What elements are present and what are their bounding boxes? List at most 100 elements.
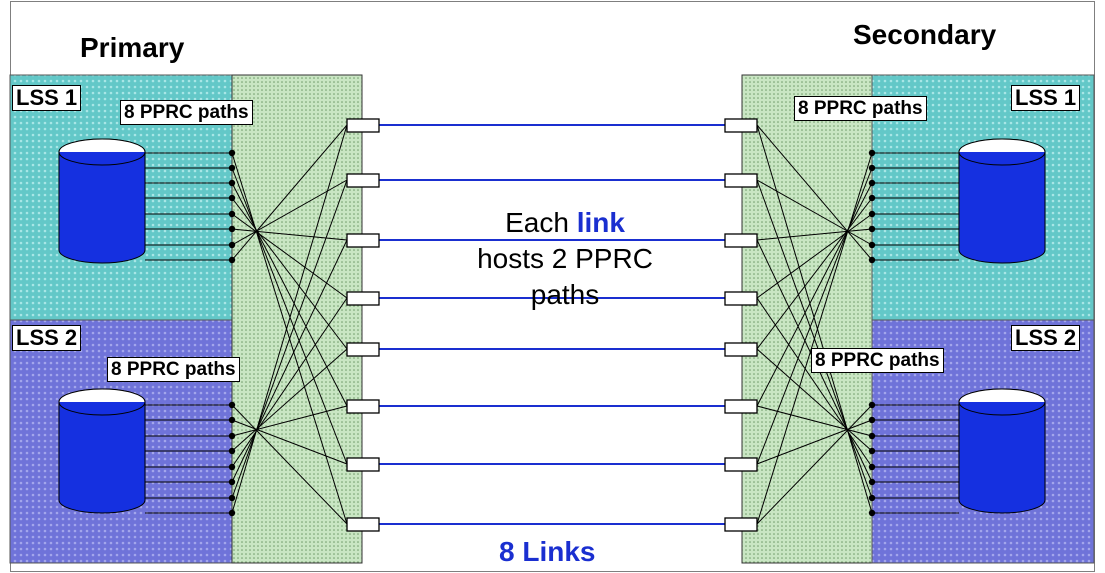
primary-lss1-path-dot: [228, 241, 236, 249]
secondary-lss1-path-dot: [868, 210, 876, 218]
primary-lss2-path-dot: [228, 509, 236, 517]
secondary-lss2-path-fan: [756, 297, 873, 468]
primary-lss2-path-dot: [228, 447, 236, 455]
secondary-lss2-path-dot: [868, 478, 876, 486]
secondary-lss2-path-fan: [756, 405, 873, 437]
secondary-lss1-path-fan: [756, 167, 873, 465]
secondary-lss2-path-dot: [868, 463, 876, 471]
secondary-lss1-path-fan: [756, 197, 873, 350]
primary-lss1-path-fan: [231, 228, 348, 241]
primary-lss1-path-dot: [228, 256, 236, 264]
path-endpoints: [228, 149, 876, 517]
center-note-line2: hosts 2 PPRC: [477, 243, 653, 274]
secondary-lss2-label: LSS 2: [1011, 325, 1081, 351]
primary-port: [346, 457, 380, 472]
primary-lss2-path-fan: [231, 239, 348, 483]
secondary-lss1-paths-label: 8 PPRC paths: [794, 96, 927, 121]
secondary-lss2-path-dot: [868, 401, 876, 409]
primary-port: [346, 118, 380, 133]
primary-lss1-path-dot: [228, 149, 236, 157]
secondary-lss1-path-dot: [868, 241, 876, 249]
secondary-port: [724, 173, 758, 188]
primary-port: [346, 173, 380, 188]
secondary-port: [724, 399, 758, 414]
secondary-lss2-path-fan: [756, 348, 873, 452]
center-note: Each link hosts 2 PPRC paths: [470, 205, 660, 313]
secondary-lss1-path-fan: [756, 228, 873, 241]
primary-lss2-path-fan: [231, 419, 348, 465]
secondary-lss2-path-fan: [756, 179, 873, 499]
links-count-label: 8 Links: [499, 536, 596, 567]
primary-lss2-path-dot: [228, 463, 236, 471]
center-note-line3: paths: [530, 279, 600, 310]
secondary-lss2-path-dot: [868, 416, 876, 424]
secondary-port: [724, 291, 758, 306]
center-note-line1: Each link: [470, 205, 660, 241]
primary-lss1-path-dot: [228, 225, 236, 233]
secondary-lss1-path-dot: [868, 164, 876, 172]
primary-port: [346, 342, 380, 357]
primary-lss1-disk-icon: [58, 138, 146, 264]
primary-port: [346, 399, 380, 414]
secondary-title: Secondary: [853, 19, 997, 50]
primary-lss2-path-dot: [228, 478, 236, 486]
secondary-lss2-path-dot: [868, 432, 876, 440]
secondary-lss2-disk-icon: [958, 388, 1046, 514]
secondary-port: [724, 517, 758, 532]
primary-lss2-path-fan: [231, 179, 348, 499]
primary-lss2-label: LSS 2: [12, 325, 82, 351]
link-ports: [346, 118, 758, 532]
primary-lss1-path-dot: [228, 210, 236, 218]
primary-lss2-path-dot: [228, 432, 236, 440]
secondary-port: [724, 233, 758, 248]
secondary-lss2-path-fan: [756, 124, 873, 514]
primary-lss1-path-fan: [231, 167, 348, 465]
primary-lss1-path-dot: [228, 194, 236, 202]
secondary-lss1-path-dot: [868, 256, 876, 264]
center-note-highlight: link: [576, 207, 625, 238]
link-lines: [379, 124, 725, 525]
primary-lss1-path-fan: [231, 213, 348, 299]
primary-lss2-path-fan: [231, 348, 348, 452]
primary-lss1-path-dot: [228, 179, 236, 187]
primary-lss2-path-dot: [228, 416, 236, 424]
secondary-lss2-path-fan: [756, 404, 873, 525]
primary-lss2-disk-icon: [58, 388, 146, 514]
primary-lss1-label: LSS 1: [12, 85, 82, 111]
secondary-lss1-path-dot: [868, 194, 876, 202]
secondary-lss2-path-fan: [756, 419, 873, 465]
secondary-lss1-path-fan: [756, 213, 873, 299]
primary-lss1-paths-label: 8 PPRC paths: [120, 100, 253, 125]
center-note-prefix: Each: [505, 207, 577, 238]
primary-lss1-path-dot: [228, 164, 236, 172]
primary-lss2-path-fan: [231, 404, 348, 525]
secondary-lss1-path-fan: [756, 124, 873, 261]
pprc-path-lines: [145, 124, 959, 525]
secondary-lss2-path-dot: [868, 447, 876, 455]
primary-lss1-path-fan: [231, 197, 348, 350]
primary-lss2-paths-label: 8 PPRC paths: [107, 357, 240, 382]
secondary-lss1-path-dot: [868, 149, 876, 157]
primary-port: [346, 233, 380, 248]
secondary-lss1-disk-icon: [958, 138, 1046, 264]
secondary-port: [724, 457, 758, 472]
secondary-lss2-path-dot: [868, 509, 876, 517]
secondary-lss1-path-dot: [868, 179, 876, 187]
primary-lss2-path-fan: [231, 297, 348, 468]
secondary-lss2-paths-label: 8 PPRC paths: [811, 348, 944, 373]
primary-lss1-path-fan: [231, 124, 348, 261]
primary-lss2-path-dot: [228, 401, 236, 409]
primary-lss2-path-dot: [228, 494, 236, 502]
primary-lss1-path-fan: [231, 182, 348, 407]
secondary-lss1-label: LSS 1: [1011, 85, 1081, 111]
secondary-lss1-path-dot: [868, 225, 876, 233]
secondary-port: [724, 118, 758, 133]
primary-title: Primary: [80, 32, 185, 63]
primary-lss2-path-fan: [231, 124, 348, 514]
primary-lss2-path-fan: [231, 405, 348, 437]
primary-port: [346, 291, 380, 306]
primary-port: [346, 517, 380, 532]
secondary-port: [724, 342, 758, 357]
